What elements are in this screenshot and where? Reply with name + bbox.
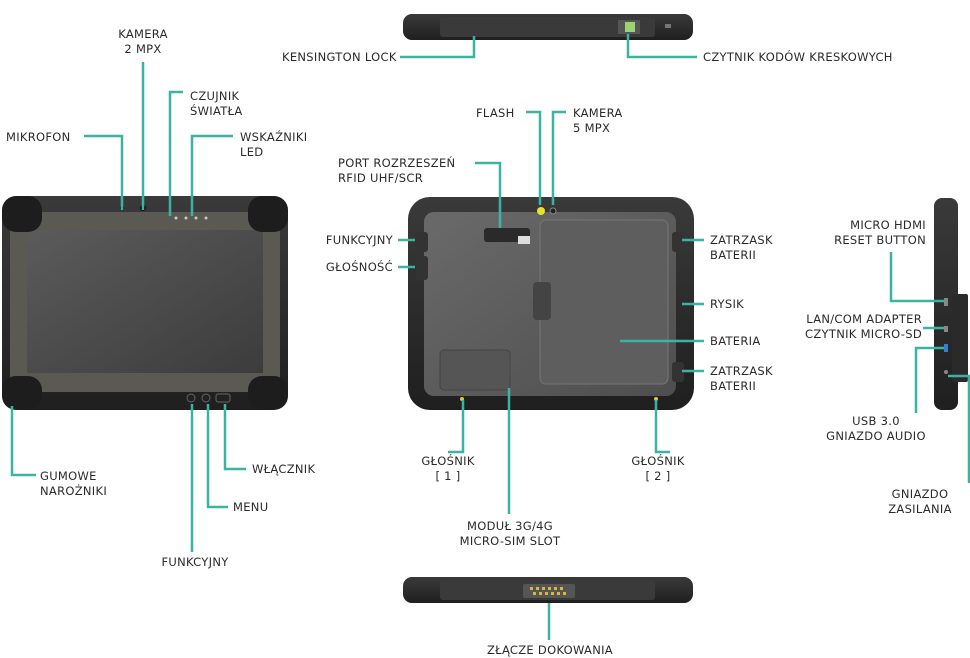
- label-funkcyjny-front: FUNKCYJNY: [161, 555, 229, 569]
- leader-wskazniki: [190, 134, 233, 216]
- leader-gumowe: [10, 406, 36, 477]
- tablet-side-view: [934, 198, 968, 410]
- tablet-front-view: [2, 196, 288, 410]
- label-czytnik-kodow: CZYTNIK KODÓW KRESKOWYCH: [703, 50, 893, 64]
- label-menu: MENU: [233, 500, 269, 514]
- label-kensington: KENSINGTON LOCK: [282, 50, 397, 64]
- tablet-top-edge-view: [403, 14, 693, 40]
- label-rysik: RYSIK: [710, 297, 745, 311]
- label-bateria: BATERIA: [710, 334, 761, 348]
- leader-glosnik1: [448, 400, 465, 454]
- leader-kensington: [400, 36, 476, 59]
- leader-zasilanie: [948, 374, 970, 483]
- label-zlacze: ZŁĄCZE DOKOWANIA: [487, 643, 613, 657]
- leader-mikrofon: [84, 134, 124, 210]
- label-flash: FLASH: [476, 106, 515, 120]
- leader-menu: [206, 404, 228, 509]
- label-mikrofon: MIKROFON: [6, 130, 71, 144]
- leader-usb: [914, 346, 944, 413]
- label-glosnik1: GŁOŚNIK[ 1 ]: [421, 454, 475, 483]
- leader-kamera-back: [551, 110, 566, 205]
- leader-glosnik2: [654, 400, 670, 454]
- leader-flash: [526, 110, 542, 205]
- label-funkcyjny-back: FUNKCYJNY: [325, 233, 393, 247]
- leader-micro-hdmi: [889, 252, 944, 303]
- label-glosnosc: GŁOŚNOŚĆ: [325, 260, 393, 274]
- leader-czujnik: [168, 90, 183, 216]
- leader-wlacznik: [223, 404, 246, 471]
- leader-port: [475, 161, 502, 228]
- leader-czytnik: [626, 34, 697, 59]
- leader-lines: [10, 34, 970, 640]
- label-wlacznik: WŁĄCZNIK: [252, 462, 316, 476]
- label-glosnik2: GŁOŚNIK[ 2 ]: [631, 454, 685, 483]
- tablet-back-view: [408, 197, 694, 410]
- tablet-bottom-edge-view: [403, 577, 693, 603]
